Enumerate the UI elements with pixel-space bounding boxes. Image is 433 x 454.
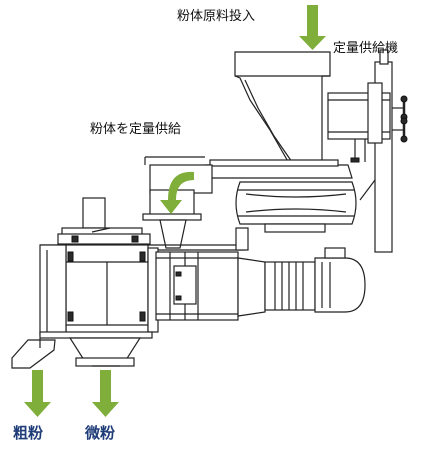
feeder-drum [235,181,357,225]
classifier-unit [11,197,245,369]
constant-supply-label: 粉体を定量供給 [90,122,182,137]
feeder-handle-upper [392,95,408,121]
feeder-table-top [199,164,353,179]
coarse-output-arrow-icon [24,370,51,417]
motor-mount-plate [235,227,249,251]
input-arrow-icon [299,5,326,50]
fine-output-arrow-icon [92,370,119,417]
constant-feeder-machine [199,49,408,253]
constant-feeder-label: 定量供給機 [333,41,399,56]
motor-body [264,261,316,311]
fine-outlet-funnel [68,337,142,361]
drive-motor-assembly [155,227,366,321]
raw-material-input-label: 粉体原料投入 [177,9,256,24]
coarse-outlet-chute [11,339,56,369]
feeder-handle-lower [392,117,408,143]
feed-curved-arrow-icon [160,171,194,214]
coarse-powder-label: 粗粉 [13,424,44,442]
fine-powder-label: 微粉 [85,424,116,442]
top-stack [82,197,106,229]
